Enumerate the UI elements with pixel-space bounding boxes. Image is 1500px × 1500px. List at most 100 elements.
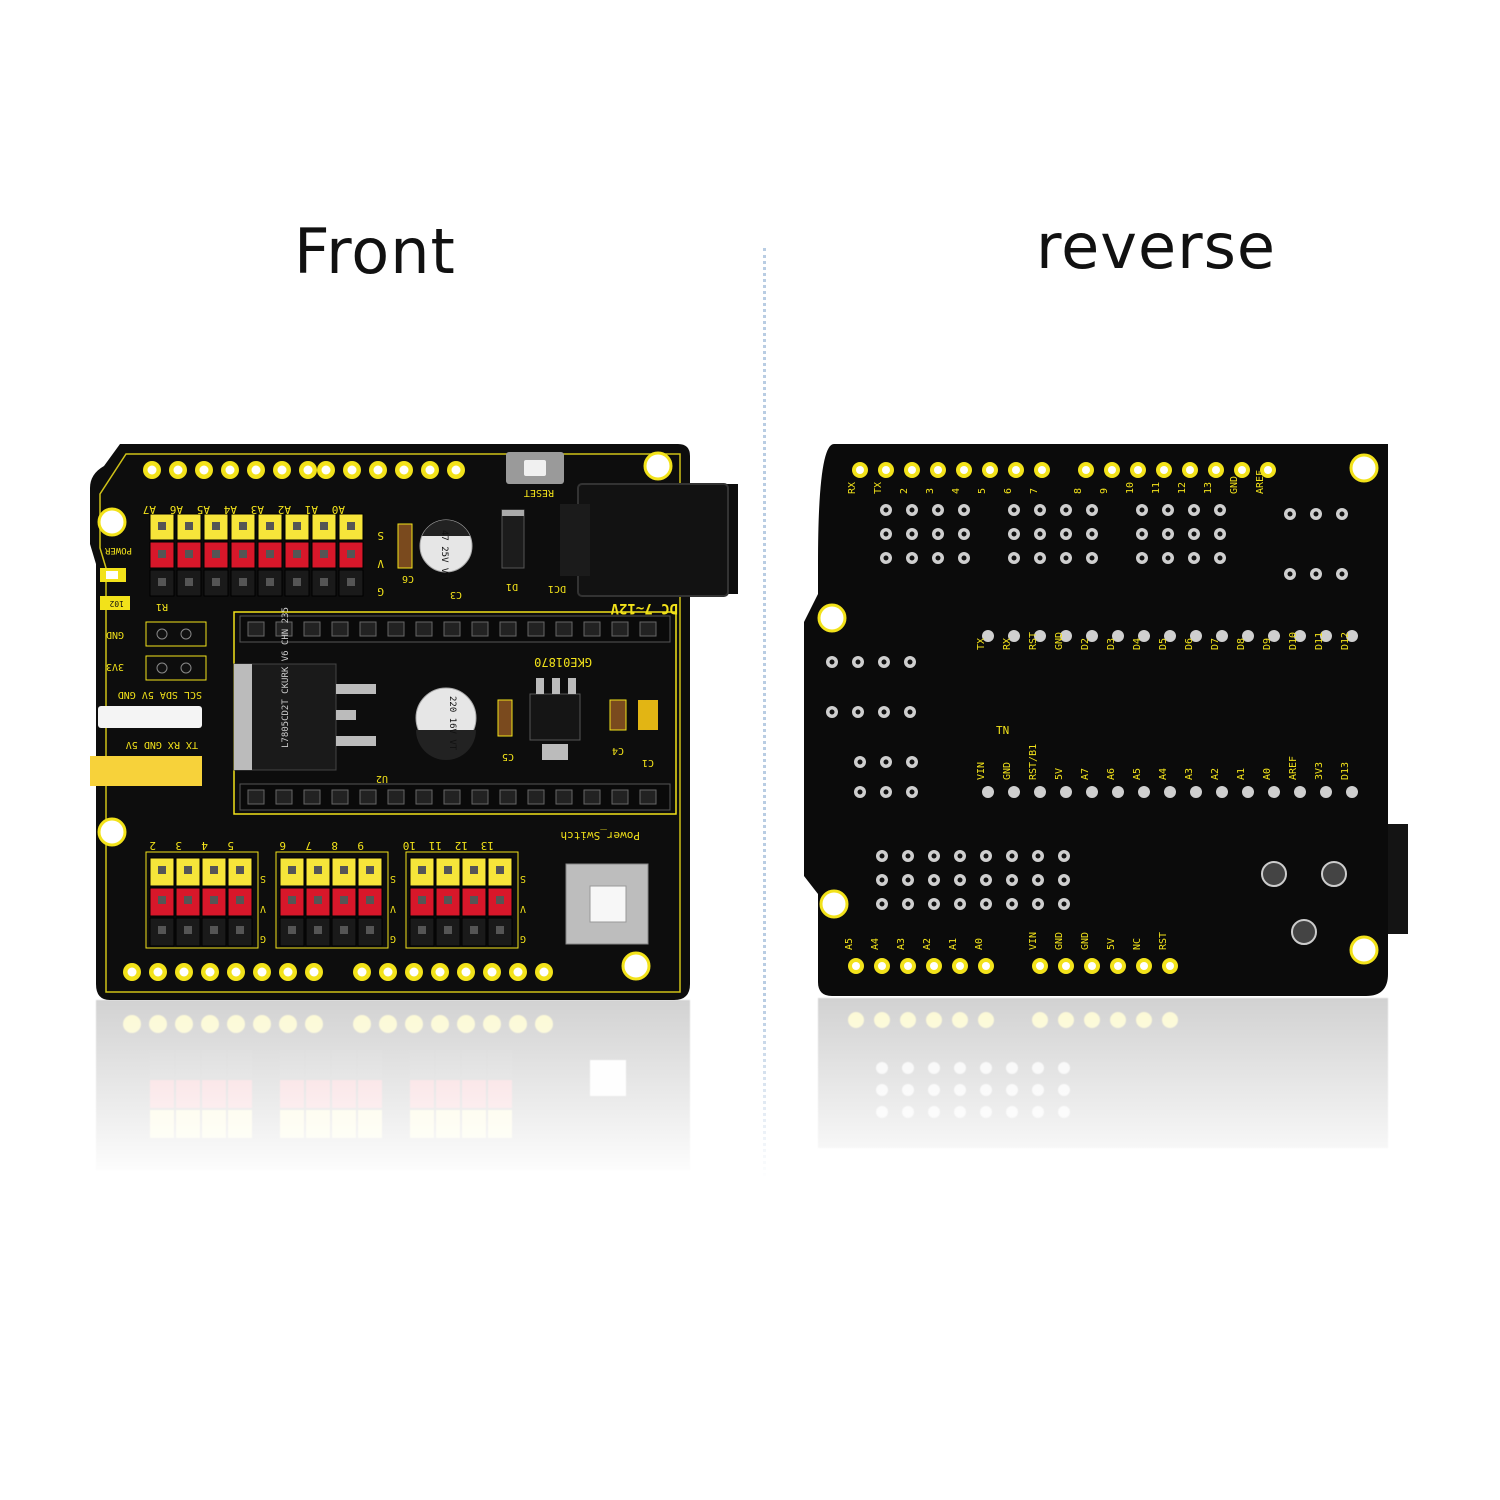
analog-label: A2 bbox=[278, 503, 291, 516]
rev-a-label: 5V bbox=[1054, 768, 1065, 780]
row-label: S bbox=[260, 873, 266, 884]
rev-bottom-label: A3 bbox=[896, 938, 907, 950]
rev-d-pad bbox=[1008, 630, 1020, 642]
socket bbox=[247, 621, 265, 637]
row-label: V bbox=[390, 903, 396, 914]
mount-hole-br bbox=[621, 951, 651, 981]
c4-label: C4 bbox=[612, 745, 624, 756]
rev-a-label: AREF bbox=[1288, 756, 1299, 780]
pin-d6 bbox=[279, 857, 305, 887]
digital-label: 11 bbox=[429, 839, 442, 852]
rev-a-pad bbox=[1268, 786, 1280, 798]
v33-label: 3V3 bbox=[106, 661, 124, 672]
rev-d-label: D3 bbox=[1106, 638, 1117, 650]
rev-top-label: 9 bbox=[1099, 488, 1110, 494]
socket bbox=[555, 621, 573, 637]
rev-a-label: A3 bbox=[1184, 768, 1195, 780]
rev-a-label: A0 bbox=[1262, 768, 1273, 780]
power-switch-button bbox=[589, 885, 627, 923]
u2-label: U2 bbox=[376, 773, 388, 784]
rev-d-pad bbox=[1086, 630, 1098, 642]
rev-top-label: GND bbox=[1229, 476, 1240, 494]
socket bbox=[359, 621, 377, 637]
row-label: S bbox=[377, 529, 384, 542]
rev-hole-br bbox=[1349, 935, 1379, 965]
rev-top-label: AREF bbox=[1255, 470, 1266, 494]
rev-d-label: D11 bbox=[1314, 632, 1325, 650]
rev-a-pad bbox=[1138, 786, 1150, 798]
rev-top-label: 11 bbox=[1151, 482, 1162, 494]
front-top-header-pads bbox=[143, 461, 465, 479]
rev-d-label: D10 bbox=[1288, 632, 1299, 650]
rev-d-label: D4 bbox=[1132, 638, 1143, 650]
socket bbox=[611, 789, 629, 805]
d1-label: D1 bbox=[506, 581, 518, 592]
socket bbox=[639, 789, 657, 805]
socket bbox=[527, 621, 545, 637]
front-bottom-header-pads bbox=[123, 963, 553, 981]
c6-label: C6 bbox=[402, 573, 414, 584]
rev-top-label: 4 bbox=[951, 488, 962, 494]
rev-top-label: 3 bbox=[925, 488, 936, 494]
nano-bottom-sockets bbox=[247, 789, 657, 805]
dc-range-label: DC 7~12V bbox=[610, 600, 678, 616]
digital-label: 12 bbox=[455, 839, 468, 852]
digital-label: 8 bbox=[331, 839, 338, 852]
rev-a-label: GND bbox=[1002, 762, 1013, 780]
row-label: V bbox=[260, 903, 266, 914]
socket bbox=[471, 789, 489, 805]
socket bbox=[331, 789, 349, 805]
socket bbox=[387, 789, 405, 805]
rev-a-label: A6 bbox=[1106, 768, 1117, 780]
digital-pin-headers bbox=[145, 851, 519, 949]
socket bbox=[499, 789, 517, 805]
rev-d-pad bbox=[982, 630, 994, 642]
digital-label: 9 bbox=[357, 839, 364, 852]
socket bbox=[471, 621, 489, 637]
mount-hole-tl bbox=[97, 507, 127, 537]
pin-a6 bbox=[176, 541, 202, 569]
rev-a-label: A1 bbox=[1236, 768, 1247, 780]
c5-label: C5 bbox=[502, 751, 514, 762]
socket bbox=[443, 789, 461, 805]
rev-bottom-label: A4 bbox=[870, 938, 881, 950]
pin-a7 bbox=[149, 569, 175, 597]
rev-d-pad bbox=[1320, 630, 1332, 642]
resistor-code: 102 bbox=[109, 599, 124, 608]
serial-label: TX RX GND 5V bbox=[126, 739, 198, 750]
rev-d-pad bbox=[1034, 630, 1046, 642]
rev-d-label: D2 bbox=[1080, 638, 1091, 650]
rev-top-label: 8 bbox=[1073, 488, 1084, 494]
rev-d-label: D5 bbox=[1158, 638, 1169, 650]
rev-a-pad bbox=[1112, 786, 1124, 798]
rev-a-pad bbox=[1242, 786, 1254, 798]
rev-d-pad bbox=[1268, 630, 1280, 642]
tn-label: TN bbox=[996, 724, 1009, 737]
mount-hole-tr bbox=[643, 451, 673, 481]
socket bbox=[359, 789, 377, 805]
rev-top-label: 13 bbox=[1203, 482, 1214, 494]
row-label: V bbox=[377, 557, 384, 570]
pin-a2 bbox=[284, 513, 310, 541]
rev-a-label: VIN bbox=[976, 762, 987, 780]
rev-a-label: A5 bbox=[1132, 768, 1143, 780]
capacitor-c5 bbox=[497, 699, 513, 737]
rev-a-pad bbox=[1346, 786, 1358, 798]
rev-d-label: D9 bbox=[1262, 638, 1273, 650]
rev-top-label: 12 bbox=[1177, 482, 1188, 494]
socket bbox=[331, 621, 349, 637]
cap2-label: 220 16V VT bbox=[447, 696, 457, 751]
socket bbox=[611, 621, 629, 637]
diode-d1 bbox=[501, 509, 525, 569]
rev-d-label: TX bbox=[976, 638, 987, 650]
digital-label: 3 bbox=[175, 839, 182, 852]
rev-d-pad bbox=[1138, 630, 1150, 642]
row-label: G bbox=[520, 933, 526, 944]
rev-top-label: 10 bbox=[1125, 482, 1136, 494]
reflection-fade bbox=[0, 1000, 1500, 1200]
analog-row-labels: SVG bbox=[377, 529, 384, 598]
socket bbox=[527, 789, 545, 805]
regulator-label: L7805CD2T CKURK V6 CHN 235 bbox=[281, 607, 291, 748]
